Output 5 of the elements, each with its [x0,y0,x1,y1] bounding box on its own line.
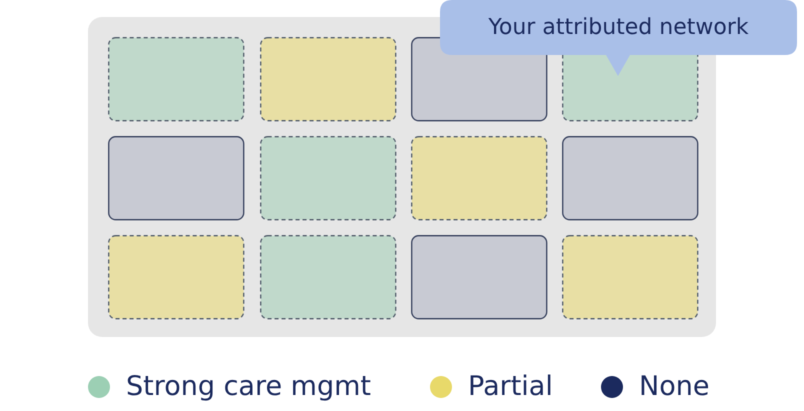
legend-label: None [639,370,710,404]
callout-text: Your attributed network [487,14,750,42]
legend-label: Partial [468,370,553,404]
legend-label: Strong care mgmt [126,370,372,404]
callout-bubble [440,0,797,76]
